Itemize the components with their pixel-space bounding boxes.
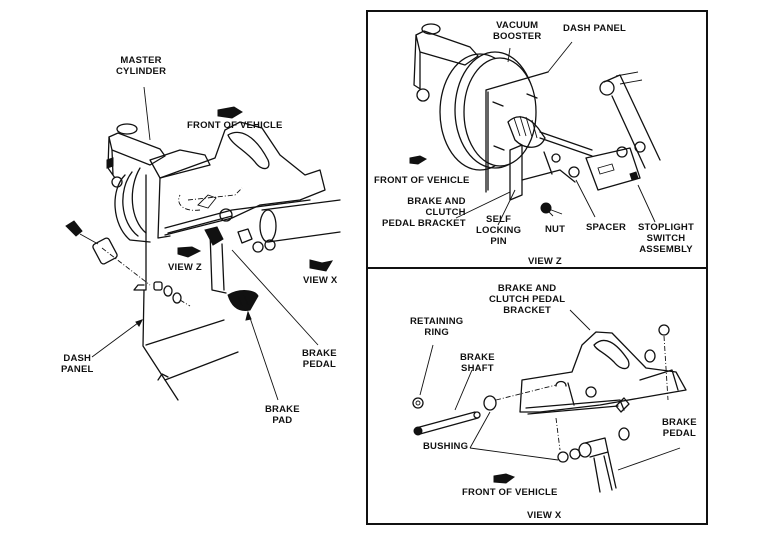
front-arrow-icon bbox=[217, 106, 243, 119]
label-front-of-vehicle-x: FRONT OF VEHICLE bbox=[462, 487, 558, 498]
leader-master-cylinder bbox=[143, 86, 151, 141]
label-self-locking-pin: SELF LOCKING PIN bbox=[476, 214, 522, 247]
view-z-drawing bbox=[409, 23, 661, 226]
view-z-front-arrow-icon bbox=[409, 155, 428, 165]
label-dash-panel-z: DASH PANEL bbox=[563, 23, 627, 34]
label-brake-pedal: BRAKE PEDAL bbox=[302, 348, 337, 370]
label-spacer: SPACER bbox=[586, 222, 627, 233]
leader-brake-pad bbox=[247, 311, 279, 401]
brake-pedal-arm bbox=[204, 226, 259, 311]
label-brake-clutch-bracket-z: BRAKE AND CLUTCH PEDAL BRACKET bbox=[382, 196, 466, 229]
label-dash-panel: DASH PANEL bbox=[61, 353, 94, 375]
dash-panel-plate bbox=[133, 174, 239, 401]
main-assembly-drawing bbox=[65, 86, 341, 401]
view-z-title: VIEW Z bbox=[528, 256, 562, 267]
view-x-drawing bbox=[412, 309, 687, 493]
label-vacuum-booster: VACUUM BOOSTER bbox=[493, 20, 542, 42]
leader-brake-pedal bbox=[231, 249, 319, 346]
view-x-front-arrow-icon bbox=[493, 473, 516, 484]
vacuum-booster bbox=[114, 149, 211, 243]
leader-dash-panel bbox=[91, 319, 143, 358]
label-stoplight-switch: STOPLIGHT SWITCH ASSEMBLY bbox=[638, 222, 694, 255]
label-brake-pad: BRAKE PAD bbox=[265, 404, 300, 426]
label-brake-clutch-bracket-x: BRAKE AND CLUTCH PEDAL BRACKET bbox=[489, 283, 566, 316]
panel-divider bbox=[366, 267, 708, 269]
label-retaining-ring: RETAINING RING bbox=[410, 316, 464, 338]
view-z-arrow-icon bbox=[177, 246, 202, 258]
fastener-kit bbox=[65, 220, 191, 307]
label-brake-shaft: BRAKE SHAFT bbox=[460, 352, 495, 374]
label-front-of-vehicle-z: FRONT OF VEHICLE bbox=[374, 175, 470, 186]
label-front-of-vehicle: FRONT OF VEHICLE bbox=[187, 120, 283, 131]
label-view-x: VIEW X bbox=[303, 275, 338, 286]
label-master-cylinder: MASTER CYLINDER bbox=[116, 55, 167, 77]
pedal-bracket bbox=[159, 121, 341, 253]
view-x-arrow-icon bbox=[309, 259, 334, 272]
view-x-title: VIEW X bbox=[527, 510, 562, 521]
label-nut: NUT bbox=[545, 224, 566, 235]
label-brake-pedal-x: BRAKE PEDAL bbox=[662, 417, 697, 439]
label-view-z: VIEW Z bbox=[168, 262, 202, 273]
label-bushing: BUSHING bbox=[423, 441, 469, 452]
